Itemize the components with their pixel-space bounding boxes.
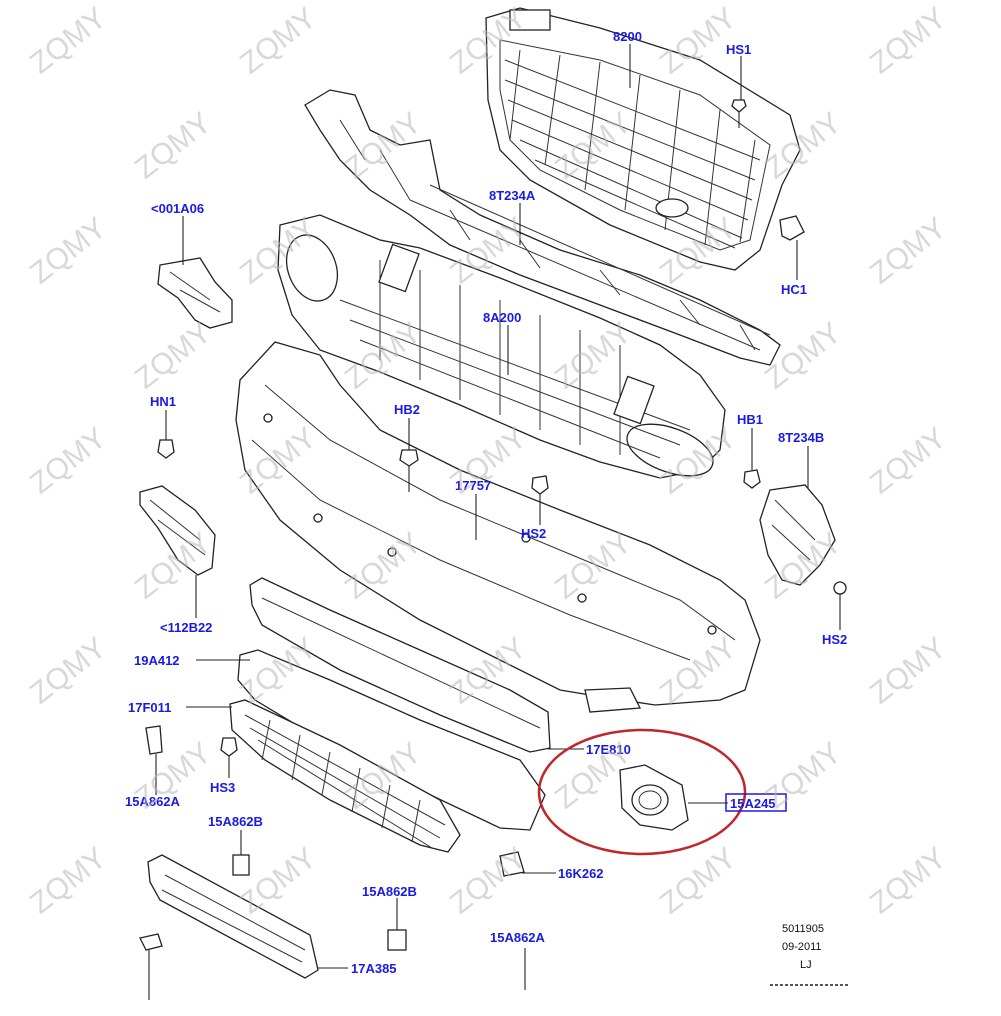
watermark-text: ZQMY xyxy=(234,1,323,80)
label-grille: 8200 xyxy=(613,29,642,44)
watermark-text: ZQMY xyxy=(24,1,113,80)
highlight-box xyxy=(725,793,787,812)
watermark-text: ZQMY xyxy=(864,1,953,80)
label-grille-screw: HS1 xyxy=(726,42,751,57)
label-right-screw: HS2 xyxy=(822,632,847,647)
label-upper-bracket: 8T234A xyxy=(489,188,536,203)
grille-mesh xyxy=(504,49,761,249)
drawing-date: 09-2011 xyxy=(782,941,822,953)
label-clip-left: 15A862A xyxy=(125,794,181,809)
left-upper-bracket-part xyxy=(157,257,233,329)
label-small-bracket: 16K262 xyxy=(558,866,604,881)
highlight-circle xyxy=(537,728,747,856)
right-bracket-part xyxy=(759,484,836,586)
watermark-text: ZQMY xyxy=(864,631,953,710)
watermark-text: ZQMY xyxy=(24,631,113,710)
label-center-screw: HS2 xyxy=(521,526,546,541)
lower-grille-part xyxy=(229,699,461,853)
part-labels: 8200 HS1 8T234A HC1 <001A06 8A200 HN1 HB… xyxy=(125,29,847,976)
label-license-plate-bracket: 17A385 xyxy=(351,961,397,976)
label-left-upper-bracket: <001A06 xyxy=(151,201,204,216)
label-lower-screw: HS3 xyxy=(210,780,235,795)
crossmember-part xyxy=(277,214,726,479)
left-side-bracket-part xyxy=(139,485,216,576)
label-bumper-cover: 17757 xyxy=(455,478,491,493)
watermark-text: ZQMY xyxy=(864,421,953,500)
label-clip-mid: 15A862B xyxy=(208,814,263,829)
label-clip-bottom: 15A862A xyxy=(490,930,546,945)
bumper-cover-part xyxy=(235,341,761,713)
watermark-text: ZQMY xyxy=(759,736,848,815)
label-bolt-right: HB1 xyxy=(737,412,763,427)
label-bolt-center: HB2 xyxy=(394,402,420,417)
leader-lines xyxy=(148,44,841,1000)
label-lower-grille: 17F011 xyxy=(128,700,171,715)
label-left-side-bracket: <112B22 xyxy=(160,620,212,635)
parking-sensor-holes xyxy=(263,413,717,635)
grille-part xyxy=(485,7,801,271)
upper-bracket-part xyxy=(304,89,781,366)
label-right-bracket: 8T234B xyxy=(778,430,824,445)
trim-insert-part xyxy=(237,649,546,831)
watermark-text: ZQMY xyxy=(24,211,113,290)
label-lower-valance: 19A412 xyxy=(134,653,180,668)
label-crossmember: 8A200 xyxy=(483,310,521,325)
watermark-text: ZQMY xyxy=(129,316,218,395)
watermark-text: ZQMY xyxy=(864,211,953,290)
label-grille-clip: HC1 xyxy=(781,282,807,297)
label-left-nut: HN1 xyxy=(150,394,176,409)
label-trim-insert: 17E810 xyxy=(586,742,631,757)
drawing-number: 5011905 xyxy=(782,923,824,935)
watermark-text: ZQMY xyxy=(129,106,218,185)
drawing-initials: LJ xyxy=(800,959,812,971)
watermark-text: ZQMY xyxy=(24,841,113,920)
label-clip-lower-mid: 15A862B xyxy=(362,884,417,899)
drawing-footer: 5011905 09-2011 LJ xyxy=(770,923,850,986)
watermark-text: ZQMY xyxy=(24,421,113,500)
watermark-text: ZQMY xyxy=(864,841,953,920)
label-foglamp-bezel: 15A245 xyxy=(730,796,776,811)
hardware xyxy=(139,99,847,990)
watermark-text: ZQMY xyxy=(444,841,533,920)
license-plate-bracket-part xyxy=(147,854,319,979)
lower-valance-part xyxy=(249,577,551,753)
foglamp-bezel-part xyxy=(619,764,689,831)
watermark-text: ZQMY xyxy=(234,841,323,920)
